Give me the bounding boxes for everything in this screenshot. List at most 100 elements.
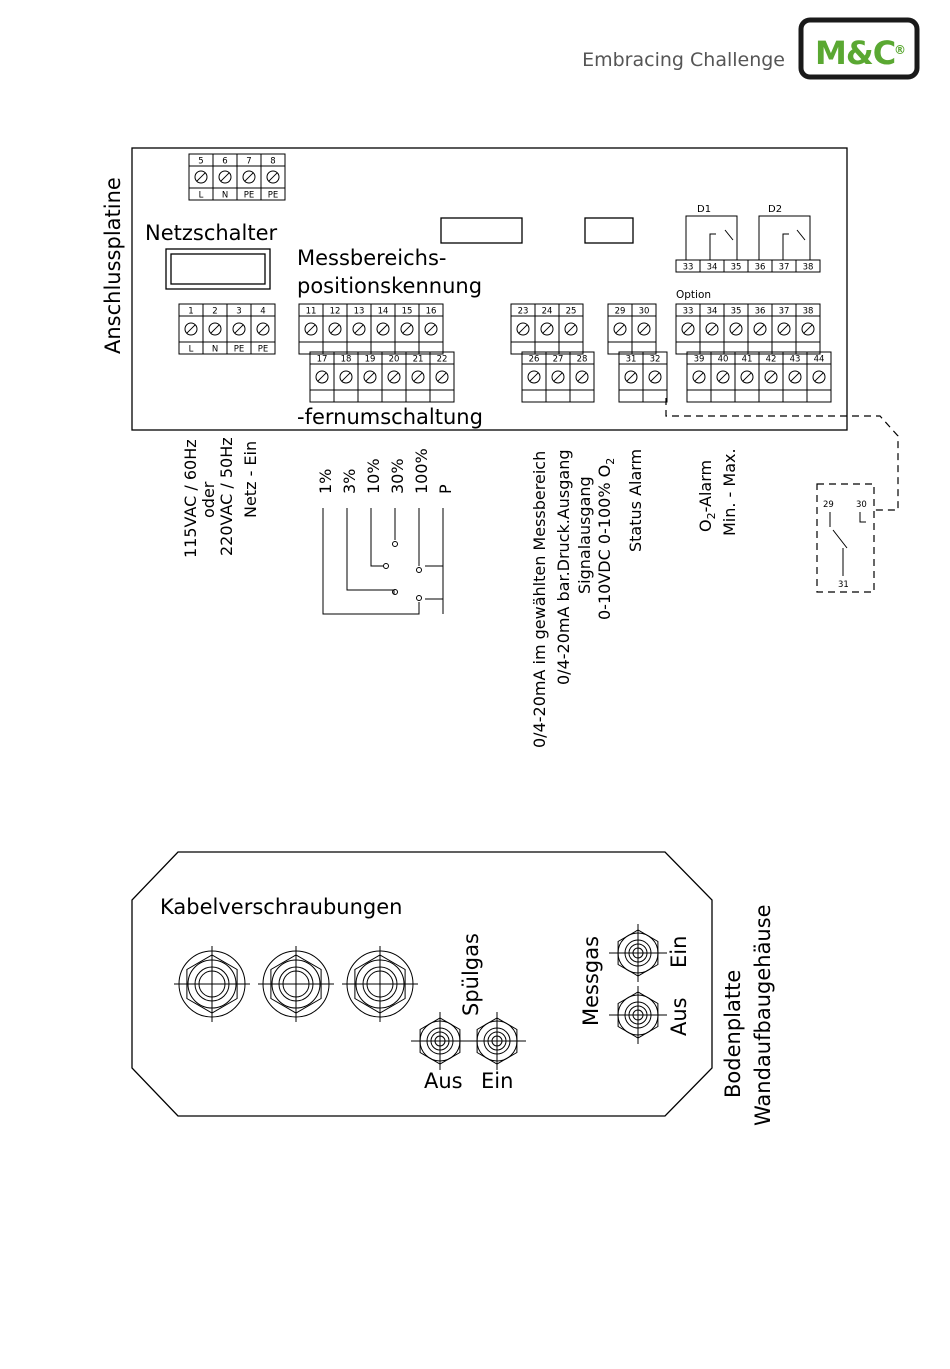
terminal-number: 30 [639, 307, 650, 317]
power-labels: 115VAC / 60Hz oder 220VAC / 50Hz Netz - … [181, 437, 260, 558]
svg-text:0-10VDC 0-100% O2: 0-10VDC 0-100% O2 [595, 458, 617, 620]
terminal-number: 38 [803, 263, 814, 273]
terminal-number: 15 [402, 307, 413, 317]
terminal-number: 12 [330, 307, 341, 317]
spuelgas-label: Spülgas [459, 933, 483, 1016]
terminal-number: 37 [779, 263, 790, 273]
option-label: Option [676, 289, 711, 301]
terminal-block-t29-30: 29 30 [607, 303, 657, 355]
terminal-sub-label: PE [234, 345, 245, 355]
bodenplatte-label: Bodenplatte [721, 970, 745, 1098]
spuelgas-aus-fitting-icon [411, 1012, 469, 1070]
terminal-number: 18 [341, 355, 352, 365]
screw-terminal-icon [516, 322, 530, 336]
messgas-ein-label: Ein [667, 936, 691, 968]
screw-terminal-icon [764, 370, 778, 384]
fernumschaltung-label: -fernumschaltung [297, 405, 483, 429]
screw-terminal-icon [637, 322, 651, 336]
screw-terminal-icon [527, 370, 541, 384]
terminal-number: 22 [437, 355, 448, 365]
terminal-number: 40 [718, 355, 729, 365]
screw-terminal-icon [352, 322, 366, 336]
svg-text:D2: D2 [768, 204, 782, 215]
screw-terminal-icon [184, 322, 198, 336]
screw-terminal-icon [424, 322, 438, 336]
terminal-number: 14 [378, 307, 389, 317]
svg-text:P: P [436, 484, 455, 494]
screw-terminal-icon [540, 322, 554, 336]
screw-terminal-icon [564, 322, 578, 336]
board-window-right [584, 217, 634, 244]
terminal-number: 26 [529, 355, 540, 365]
screw-terminal-icon [435, 370, 449, 384]
terminal-number: 28 [577, 355, 588, 365]
board-outline [131, 147, 848, 431]
svg-text:Signalausgang: Signalausgang [575, 476, 594, 594]
terminal-number: 34 [707, 307, 718, 317]
terminal-number: 33 [683, 307, 694, 317]
spuelgas-aus-label: Aus [424, 1069, 463, 1093]
svg-text:D1: D1 [697, 204, 711, 215]
cable-glands [174, 924, 667, 1070]
board-window-left [440, 217, 523, 244]
terminal-number: 41 [742, 355, 753, 365]
svg-text:Netz - Ein: Netz - Ein [241, 441, 260, 518]
screw-terminal-icon [376, 322, 390, 336]
terminal-number: 24 [542, 307, 553, 317]
svg-text:10%: 10% [364, 458, 383, 494]
terminal-number: 6 [222, 157, 227, 167]
terminal-number: 21 [413, 355, 424, 365]
screw-terminal-icon [315, 370, 329, 384]
screw-terminal-icon [740, 370, 754, 384]
terminal-number: 20 [389, 355, 400, 365]
screw-terminal-icon [575, 370, 589, 384]
terminal-number: 42 [766, 355, 777, 365]
screw-terminal-icon [363, 370, 377, 384]
svg-text:30: 30 [856, 500, 867, 510]
screw-terminal-icon [777, 322, 791, 336]
terminal-number: 17 [317, 355, 328, 365]
range-selector-wiring [322, 508, 444, 615]
svg-text:31: 31 [838, 580, 849, 590]
terminal-number: 29 [615, 307, 626, 317]
screw-terminal-icon [729, 322, 743, 336]
screw-terminal-icon [387, 370, 401, 384]
svg-text:0/4-20mA im gewählten Messbere: 0/4-20mA im gewählten Messbereich [530, 451, 549, 748]
screw-terminal-icon [753, 322, 767, 336]
terminal-sub-label: N [212, 345, 218, 355]
terminal-sub-label: PE [244, 191, 255, 201]
screw-terminal-icon [801, 322, 815, 336]
header-tagline: Embracing Challenge [582, 49, 785, 71]
screw-terminal-icon [648, 370, 662, 384]
cable-gland-2-icon [258, 946, 334, 1022]
cable-gland-3-icon [342, 946, 418, 1022]
screw-terminal-icon [266, 170, 280, 184]
wandaufbau-label: Wandaufbaugehäuse [751, 904, 775, 1126]
terminal-number: 36 [755, 307, 766, 317]
svg-text:Status Alarm: Status Alarm [626, 449, 645, 552]
terminal-sub-label: PE [258, 345, 269, 355]
screw-terminal-icon [256, 322, 270, 336]
screw-terminal-icon [400, 322, 414, 336]
terminal-number: 1 [188, 307, 193, 317]
terminal-number: 4 [260, 307, 265, 317]
screw-terminal-icon [624, 370, 638, 384]
netzschalter-label: Netzschalter [145, 221, 278, 245]
terminal-number: 2 [212, 307, 217, 317]
screw-terminal-icon [411, 370, 425, 384]
svg-text:O2-Alarm: O2-Alarm [696, 460, 718, 532]
svg-text:115VAC / 60Hz: 115VAC / 60Hz [181, 439, 200, 558]
svg-text:29: 29 [823, 500, 834, 510]
screw-terminal-icon [208, 322, 222, 336]
terminal-number: 39 [694, 355, 705, 365]
status-alarm-dashed-link [665, 398, 899, 511]
kabel-label: Kabelverschraubungen [160, 895, 402, 919]
